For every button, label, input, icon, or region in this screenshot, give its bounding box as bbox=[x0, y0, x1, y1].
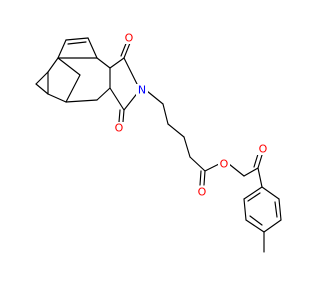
bond bbox=[109, 57, 125, 69]
bond-double bbox=[274, 201, 278, 218]
alkyl-chain bbox=[146, 90, 263, 188]
oxygen-label: O bbox=[198, 186, 207, 199]
bond bbox=[261, 186, 280, 200]
oxygen-label: O bbox=[125, 32, 134, 45]
bond bbox=[204, 163, 220, 172]
bond-double bbox=[257, 154, 263, 169]
atom-labels: O N O O O O bbox=[113, 32, 269, 199]
bond bbox=[65, 99, 98, 103]
bond-double bbox=[249, 215, 263, 226]
bond-double bbox=[118, 109, 121, 123]
bond bbox=[47, 57, 59, 73]
bond-double bbox=[123, 42, 131, 59]
bond bbox=[47, 93, 67, 103]
bond bbox=[96, 87, 111, 101]
bond-double bbox=[203, 170, 206, 186]
bond bbox=[35, 71, 49, 85]
oxygen-label: O bbox=[220, 158, 229, 171]
oxygen-label: O bbox=[115, 122, 124, 135]
imide-ring bbox=[109, 40, 140, 123]
bond bbox=[123, 57, 140, 89]
bond-double bbox=[122, 109, 125, 123]
bond bbox=[183, 136, 191, 158]
bond bbox=[189, 156, 206, 172]
bond-double bbox=[247, 192, 261, 202]
bond bbox=[167, 123, 185, 138]
molecule-drawing: O N O O O O bbox=[35, 32, 282, 253]
bond bbox=[57, 57, 81, 76]
nitrogen-label: N bbox=[138, 84, 146, 97]
oxygen-label: O bbox=[259, 143, 268, 156]
bond bbox=[243, 186, 263, 200]
bond bbox=[243, 167, 259, 177]
tricyclic-core bbox=[35, 37, 111, 103]
bond bbox=[278, 198, 282, 221]
bond bbox=[65, 37, 89, 41]
bond bbox=[35, 83, 49, 95]
bond bbox=[87, 37, 98, 59]
bond-double bbox=[67, 41, 87, 45]
bond bbox=[243, 198, 247, 221]
bond bbox=[96, 57, 111, 69]
bond bbox=[263, 219, 282, 233]
structure-canvas: O N O O O O bbox=[35, 31, 282, 253]
bond bbox=[257, 167, 263, 188]
bond bbox=[228, 163, 245, 177]
bond bbox=[109, 87, 125, 111]
bond bbox=[146, 90, 164, 105]
bond-double bbox=[199, 170, 202, 186]
bond-double bbox=[253, 153, 259, 168]
bond bbox=[245, 219, 265, 233]
bond bbox=[162, 103, 169, 125]
bond bbox=[57, 39, 67, 59]
bond bbox=[65, 74, 81, 103]
aryl-ring bbox=[243, 186, 282, 253]
